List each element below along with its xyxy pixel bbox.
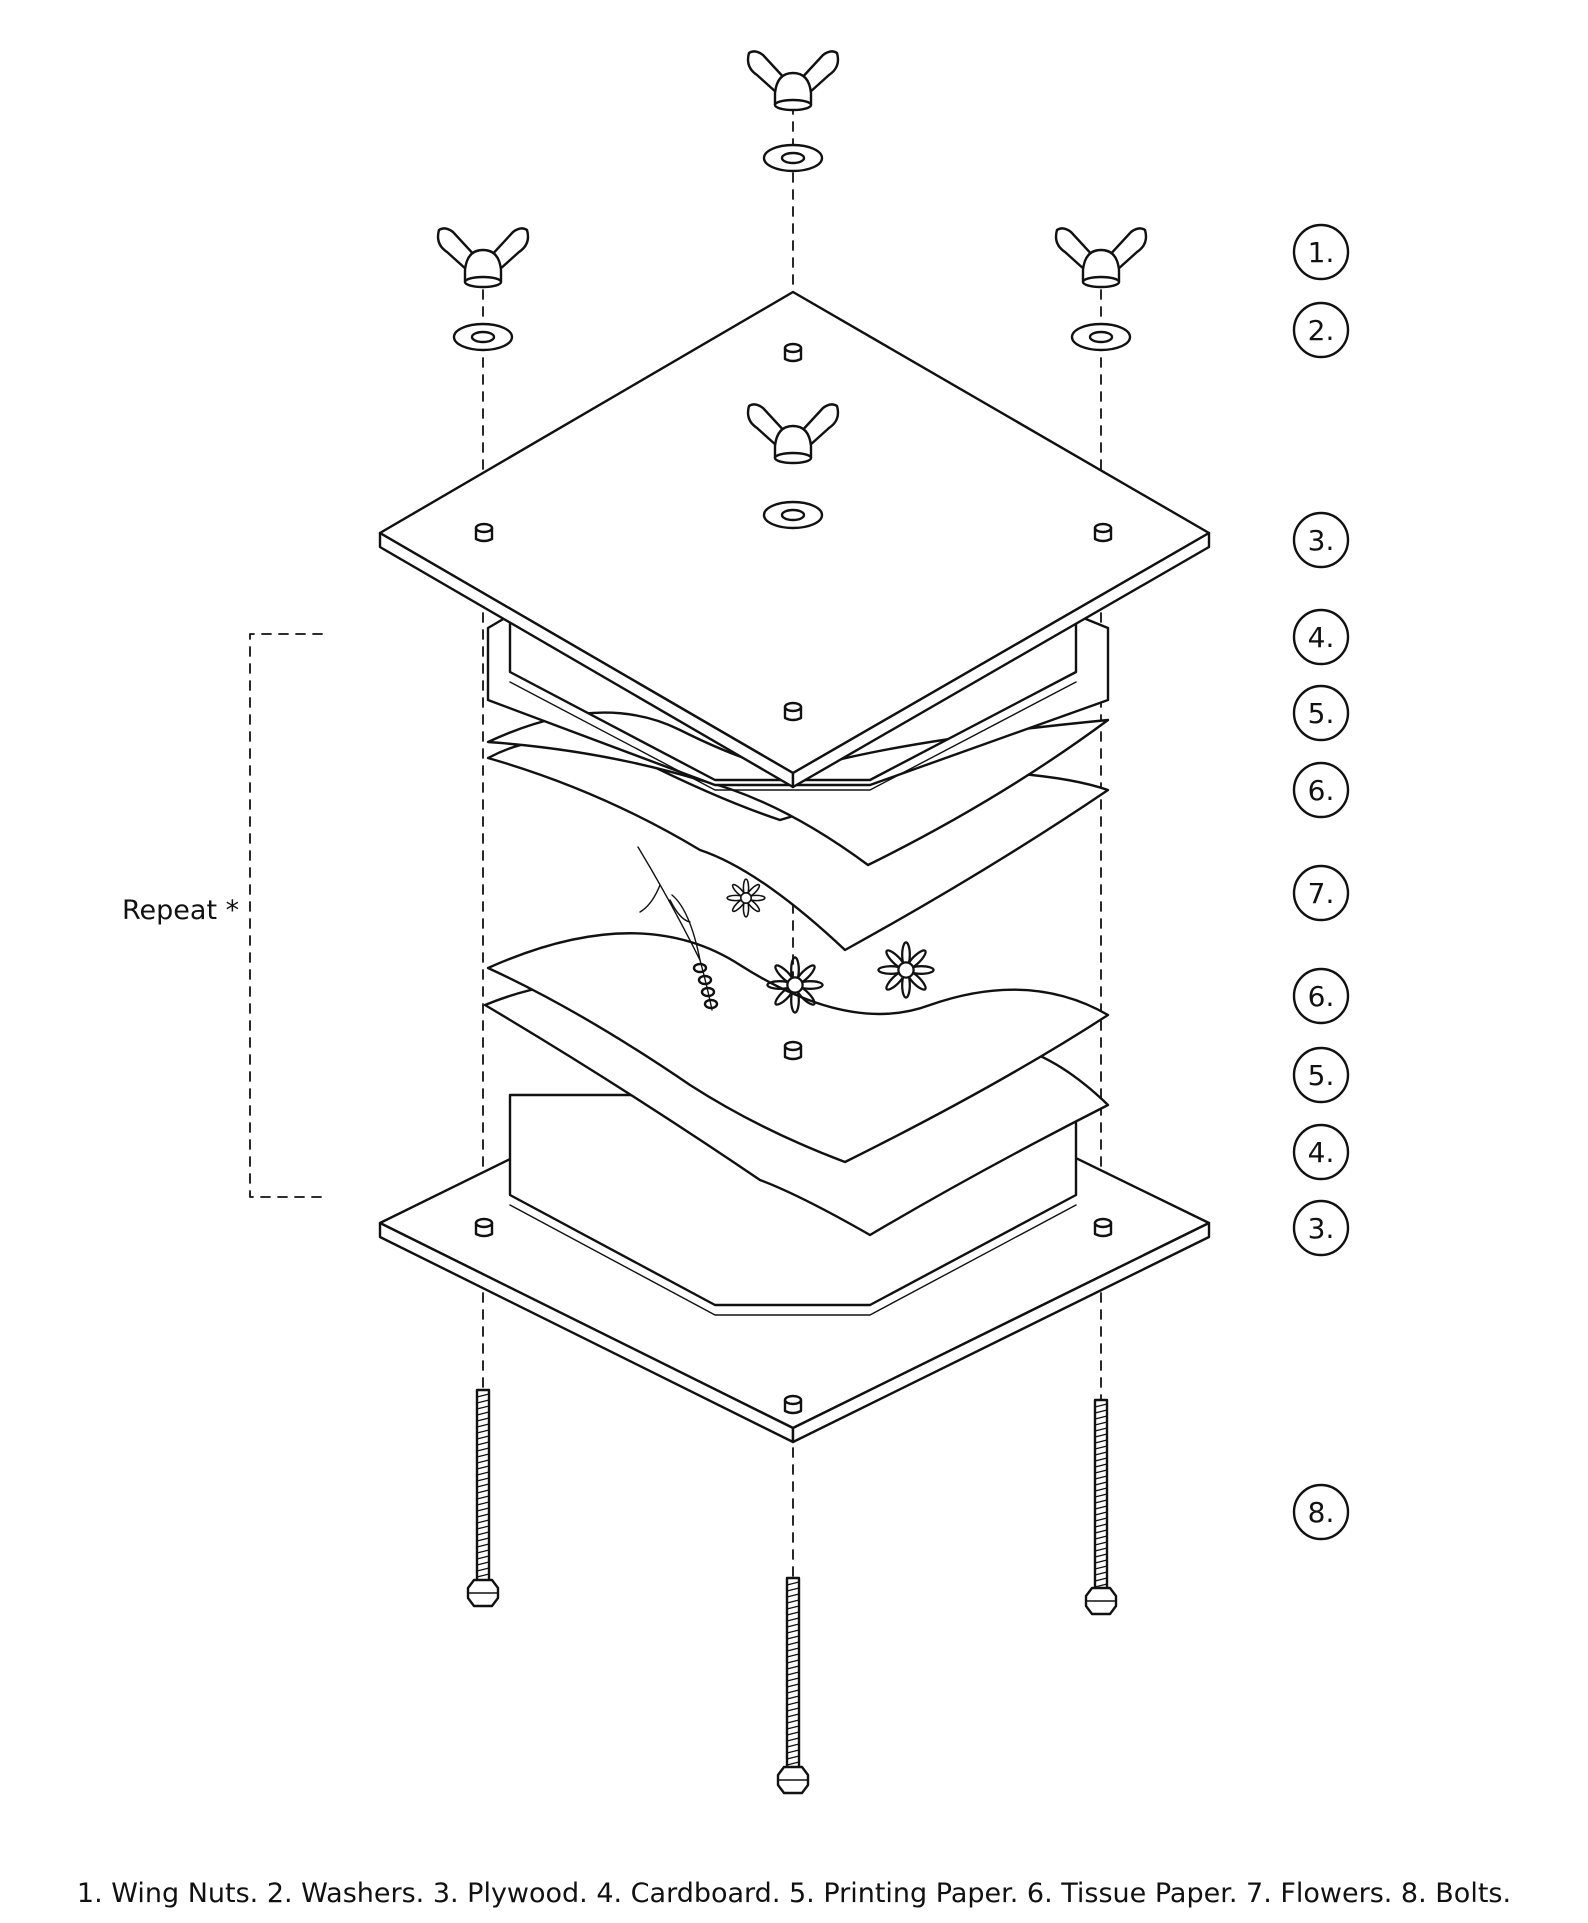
lavender-flower-icon bbox=[637, 846, 719, 1011]
washer-icon bbox=[762, 500, 824, 530]
callout-circle bbox=[1292, 761, 1350, 819]
callout-number: 6. bbox=[1308, 774, 1335, 807]
pressed-flowers bbox=[637, 846, 935, 1014]
callout-6: 6. bbox=[1292, 761, 1350, 819]
callout-number: 7. bbox=[1308, 877, 1335, 910]
wing-nut-icon bbox=[436, 227, 530, 289]
washer-icon bbox=[762, 143, 824, 173]
callout-number: 6. bbox=[1308, 980, 1335, 1013]
bolt-icon bbox=[466, 1388, 500, 1608]
callout-number: 5. bbox=[1308, 1059, 1335, 1092]
wing-nut-icon bbox=[746, 50, 840, 112]
callout-number: 4. bbox=[1308, 621, 1335, 654]
callout-11: 3. bbox=[1292, 1199, 1350, 1257]
bolt-icon bbox=[1084, 1398, 1118, 1616]
callout-number: 1. bbox=[1308, 236, 1335, 269]
callout-circle bbox=[1292, 1123, 1350, 1181]
callout-circle bbox=[1292, 608, 1350, 666]
daisy-flower-icon bbox=[877, 941, 935, 999]
washer-icon bbox=[452, 322, 514, 352]
callout-labels: 1. 2. 3. 4. 5. 6. 7. 6. 5. 4. 3. 8. bbox=[1292, 223, 1350, 1541]
bolt-icon bbox=[776, 1576, 810, 1795]
callout-number: 8. bbox=[1308, 1496, 1335, 1529]
wing-nut-icon bbox=[1054, 227, 1148, 289]
callout-number: 4. bbox=[1308, 1136, 1335, 1169]
callout-circle bbox=[1292, 511, 1350, 569]
callout-2: 2. bbox=[1292, 301, 1350, 359]
bolts bbox=[466, 1388, 1118, 1795]
callout-circle bbox=[1292, 223, 1350, 281]
washer-icon bbox=[1070, 322, 1132, 352]
callout-number: 3. bbox=[1308, 524, 1335, 557]
callout-circle bbox=[1292, 1483, 1350, 1541]
callout-1: 1. bbox=[1292, 223, 1350, 281]
callout-8: 6. bbox=[1292, 967, 1350, 1025]
repeat-bracket bbox=[249, 633, 323, 1198]
callout-9: 5. bbox=[1292, 1046, 1350, 1104]
daisy-flower-icon bbox=[726, 878, 766, 918]
callout-10: 4. bbox=[1292, 1123, 1350, 1181]
callout-number: 2. bbox=[1308, 314, 1335, 347]
callout-circle bbox=[1292, 1046, 1350, 1104]
legend-caption: 1. Wing Nuts. 2. Washers. 3. Plywood. 4.… bbox=[76, 1878, 1512, 1909]
callout-circle bbox=[1292, 967, 1350, 1025]
callout-circle bbox=[1292, 864, 1350, 922]
callout-circle bbox=[1292, 684, 1350, 742]
callout-circle bbox=[1292, 301, 1350, 359]
repeat-label: Repeat * bbox=[122, 895, 240, 926]
callout-7: 7. bbox=[1292, 864, 1350, 922]
callout-circle bbox=[1292, 1199, 1350, 1257]
top-plywood-board bbox=[378, 290, 1211, 789]
callout-3: 3. bbox=[1292, 511, 1350, 569]
callout-12: 8. bbox=[1292, 1483, 1350, 1541]
callout-number: 5. bbox=[1308, 697, 1335, 730]
callout-number: 3. bbox=[1308, 1212, 1335, 1245]
callout-5: 5. bbox=[1292, 684, 1350, 742]
callout-4: 4. bbox=[1292, 608, 1350, 666]
